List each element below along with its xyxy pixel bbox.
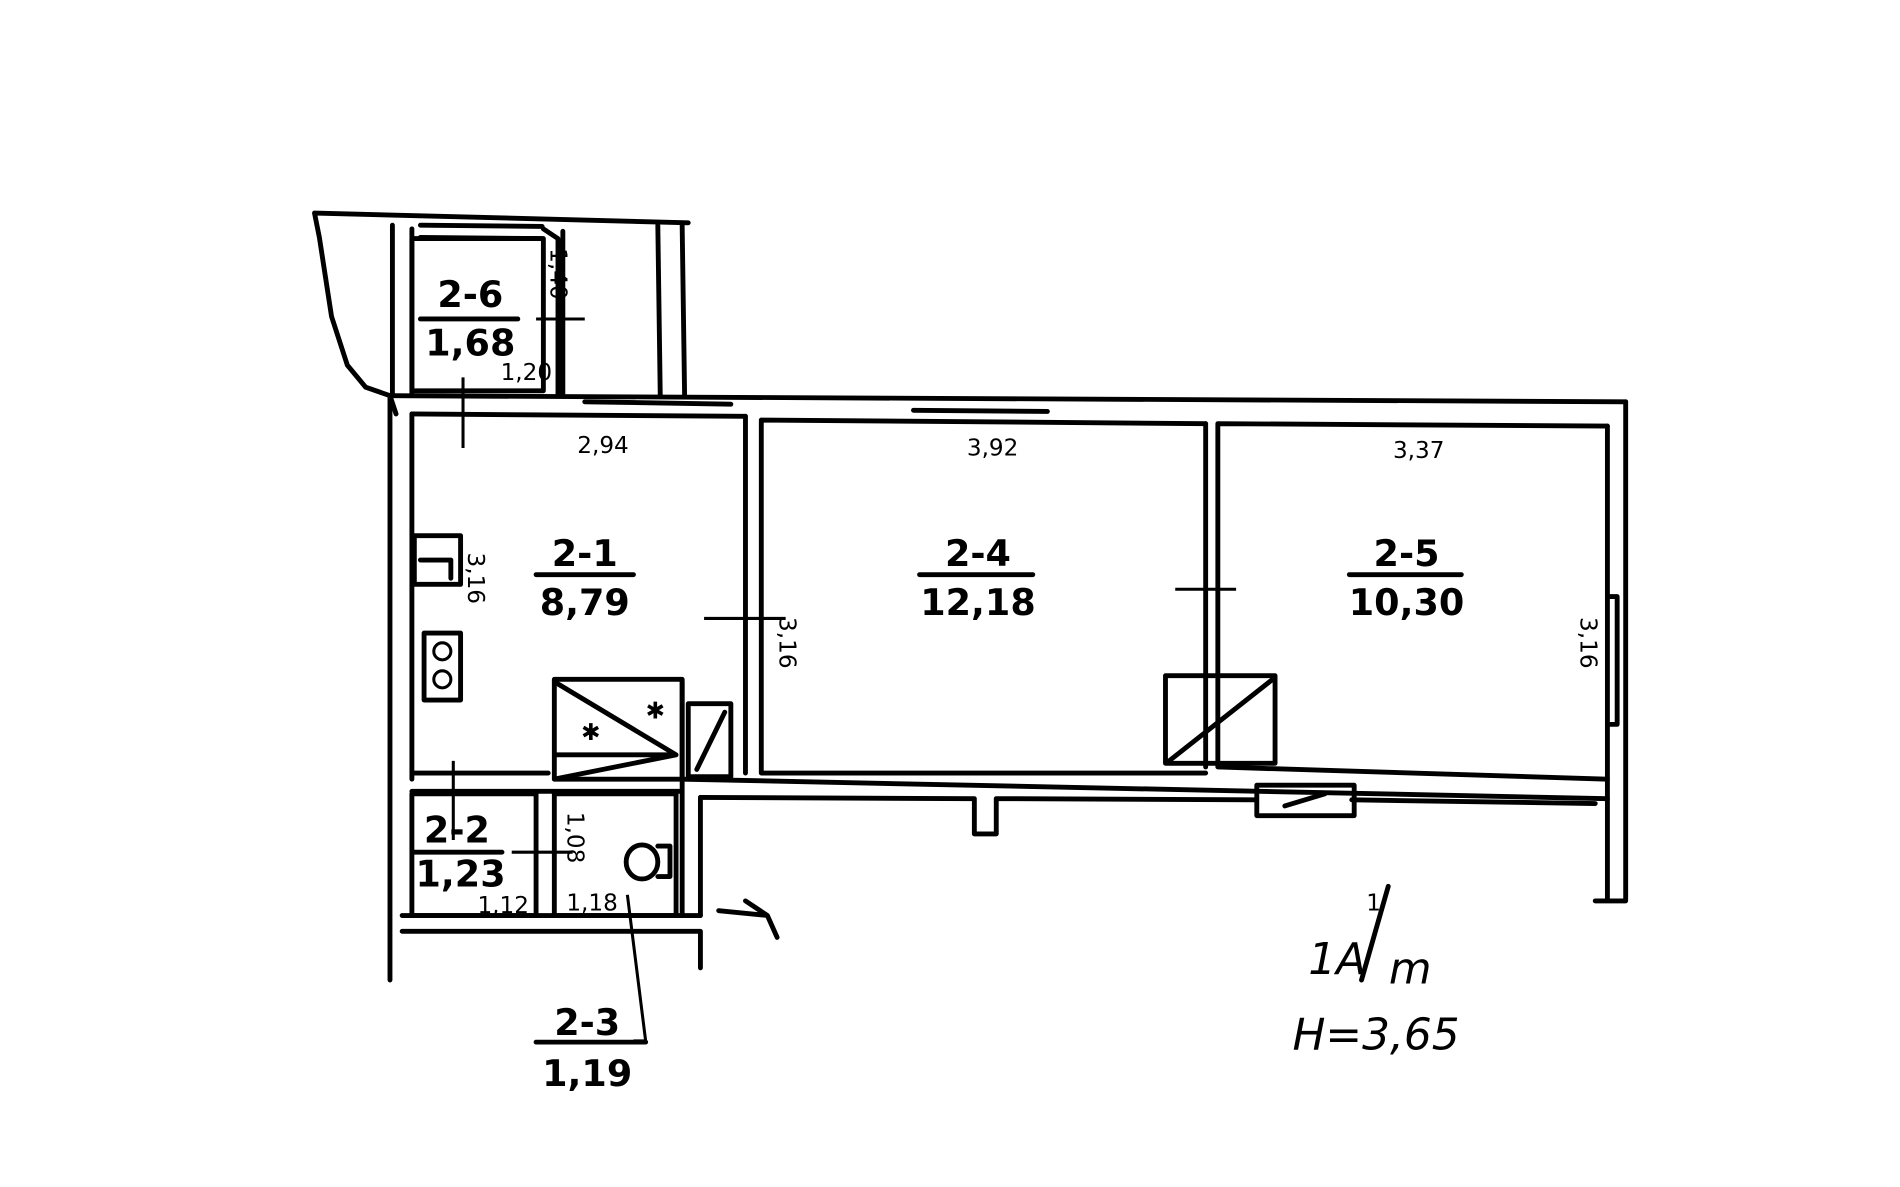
room-label-2-2: 2-2 1,23 (411, 808, 506, 895)
room-2-3 (551, 791, 679, 918)
svg-text:8,79: 8,79 (540, 581, 630, 624)
svg-text:2-3: 2-3 (554, 1001, 620, 1044)
svg-text:2-6: 2-6 (437, 273, 503, 316)
svg-text:1,23: 1,23 (416, 852, 506, 895)
room-label-2-6: 2-6 1,68 (417, 273, 521, 364)
svg-text:1,68: 1,68 (425, 321, 515, 364)
svg-text:✱: ✱ (581, 720, 600, 746)
room-label-2-3: 2-3 1,19 (533, 1001, 649, 1095)
chimney-icon (685, 701, 734, 780)
plan-title: 1A 1 m H=3,65 (1292, 883, 1460, 1060)
svg-text:1,19: 1,19 (542, 1052, 632, 1095)
sink-icon (411, 533, 464, 587)
toilet-icon (623, 842, 673, 882)
room-2-6 (409, 236, 546, 394)
svg-text:2-4: 2-4 (945, 532, 1011, 575)
svg-text:2-1: 2-1 (552, 532, 618, 575)
vent-icon (1254, 782, 1357, 819)
svg-text:2-2: 2-2 (424, 808, 490, 851)
stove-icon (421, 630, 464, 703)
svg-text:✱: ✱ (646, 698, 665, 724)
dim-2-1-width: 2,94 (577, 433, 629, 459)
svg-text:1: 1 (1366, 891, 1381, 917)
dim-2-1-depth: 3,16 (462, 553, 488, 605)
dim-2-3-width: 1,18 (566, 891, 618, 917)
room-label-2-4: 2-4 12,18 (917, 532, 1036, 624)
dim-2-4-depth: 3,16 (774, 617, 800, 669)
stove-2-4-icon (1163, 673, 1278, 766)
dim-2-5-depth: 3,16 (1575, 617, 1601, 669)
dim-2-2-height: 1,08 (562, 812, 588, 864)
svg-text:m: m (1389, 944, 1432, 995)
room-label-2-1: 2-1 8,79 (533, 532, 636, 624)
dim-2-4-width: 3,92 (967, 435, 1018, 461)
dim-2-6-width: 1,20 (501, 360, 553, 386)
dim-2-6-height: 1,40 (545, 248, 571, 300)
dim-2-2-width: 1,12 (477, 893, 529, 919)
svg-text:10,30: 10,30 (1349, 581, 1465, 624)
svg-text:12,18: 12,18 (920, 581, 1036, 624)
dim-2-5-width: 3,37 (1393, 438, 1444, 464)
dimension-ticks (451, 317, 1237, 1043)
svg-text:1A: 1A (1308, 934, 1366, 985)
svg-text:H=3,65: H=3,65 (1292, 1009, 1459, 1060)
stairs-icon: ✱✱ (551, 676, 685, 782)
room-2-2 (409, 791, 539, 918)
room-label-2-5: 2-5 10,30 (1346, 532, 1465, 624)
walls (387, 393, 1629, 983)
svg-text:2-5: 2-5 (1374, 532, 1440, 575)
